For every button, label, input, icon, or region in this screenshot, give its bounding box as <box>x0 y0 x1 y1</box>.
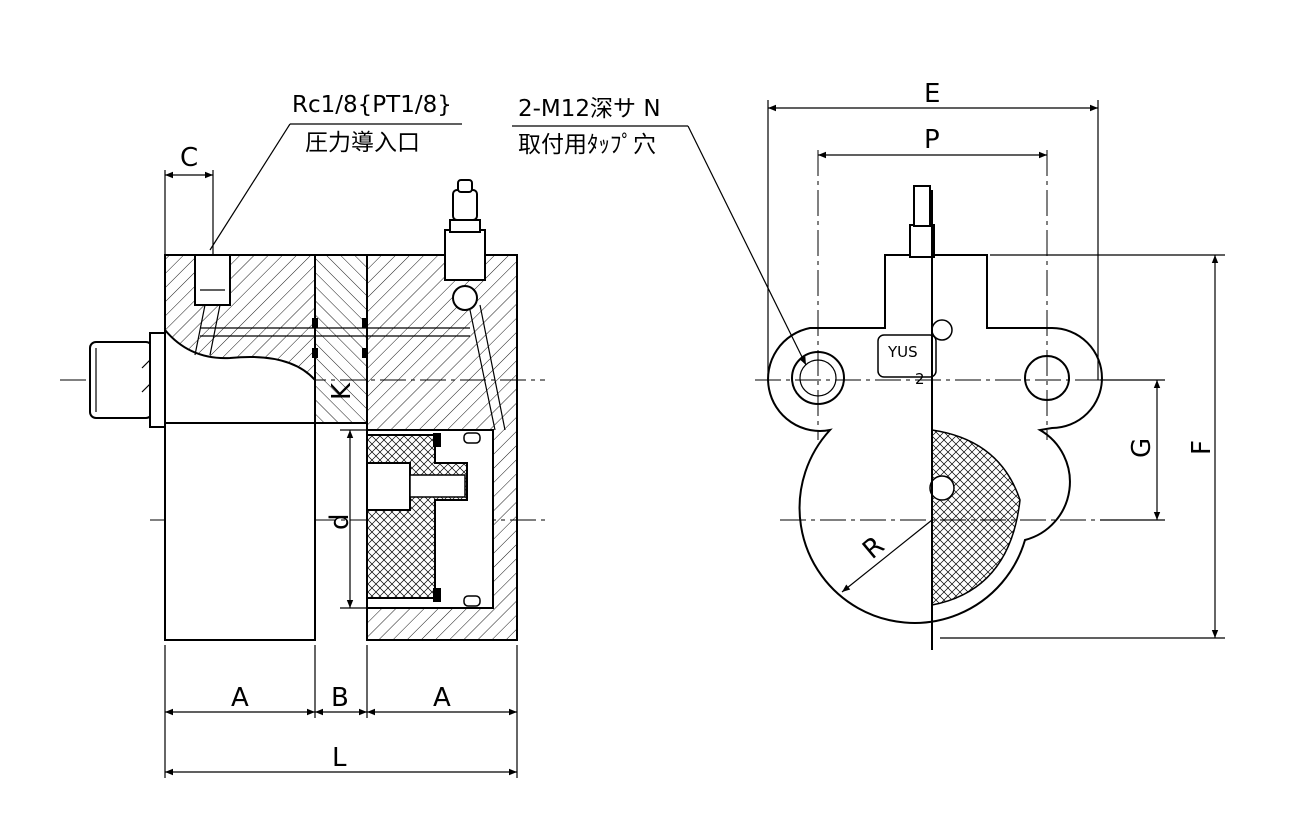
dim-label-e: E <box>924 79 940 109</box>
dim-label-k: K <box>327 382 357 400</box>
dim-label-p: P <box>924 125 940 155</box>
dim-label-c: C <box>180 143 198 173</box>
dim-label-d: d <box>325 513 355 530</box>
front-view: YUS 2 E P G F R 2-M12深サ <box>512 79 1225 650</box>
side-section-view: C K d A B A L Rc1/8{PT1/8} 圧力導入口 <box>60 92 545 778</box>
grease-nipple <box>444 179 486 311</box>
tap-spec-label: 2-M12深サ N <box>518 96 661 122</box>
tap-name-label: 取付用ﾀｯﾌﾟ穴 <box>518 132 656 158</box>
middle-plate <box>314 254 368 424</box>
dim-label-g: G <box>1127 438 1157 458</box>
port-name-label: 圧力導入口 <box>305 130 420 156</box>
dim-label-l: L <box>332 743 347 773</box>
dim-label-f: F <box>1187 440 1217 455</box>
dim-label-a2: A <box>433 683 451 713</box>
front-section-fill <box>931 429 1021 606</box>
tap-leader-line <box>687 125 807 366</box>
marking-number: 2 <box>915 370 925 388</box>
dim-label-b: B <box>331 683 349 713</box>
port-spec-label: Rc1/8{PT1/8} <box>292 92 452 118</box>
dim-line-r <box>841 519 933 593</box>
port-leader-line <box>209 123 291 251</box>
left-hex-fitting <box>89 332 167 428</box>
left-block-lower <box>164 422 316 641</box>
marking-maker: YUS <box>887 343 918 361</box>
dim-label-a1: A <box>231 683 249 713</box>
